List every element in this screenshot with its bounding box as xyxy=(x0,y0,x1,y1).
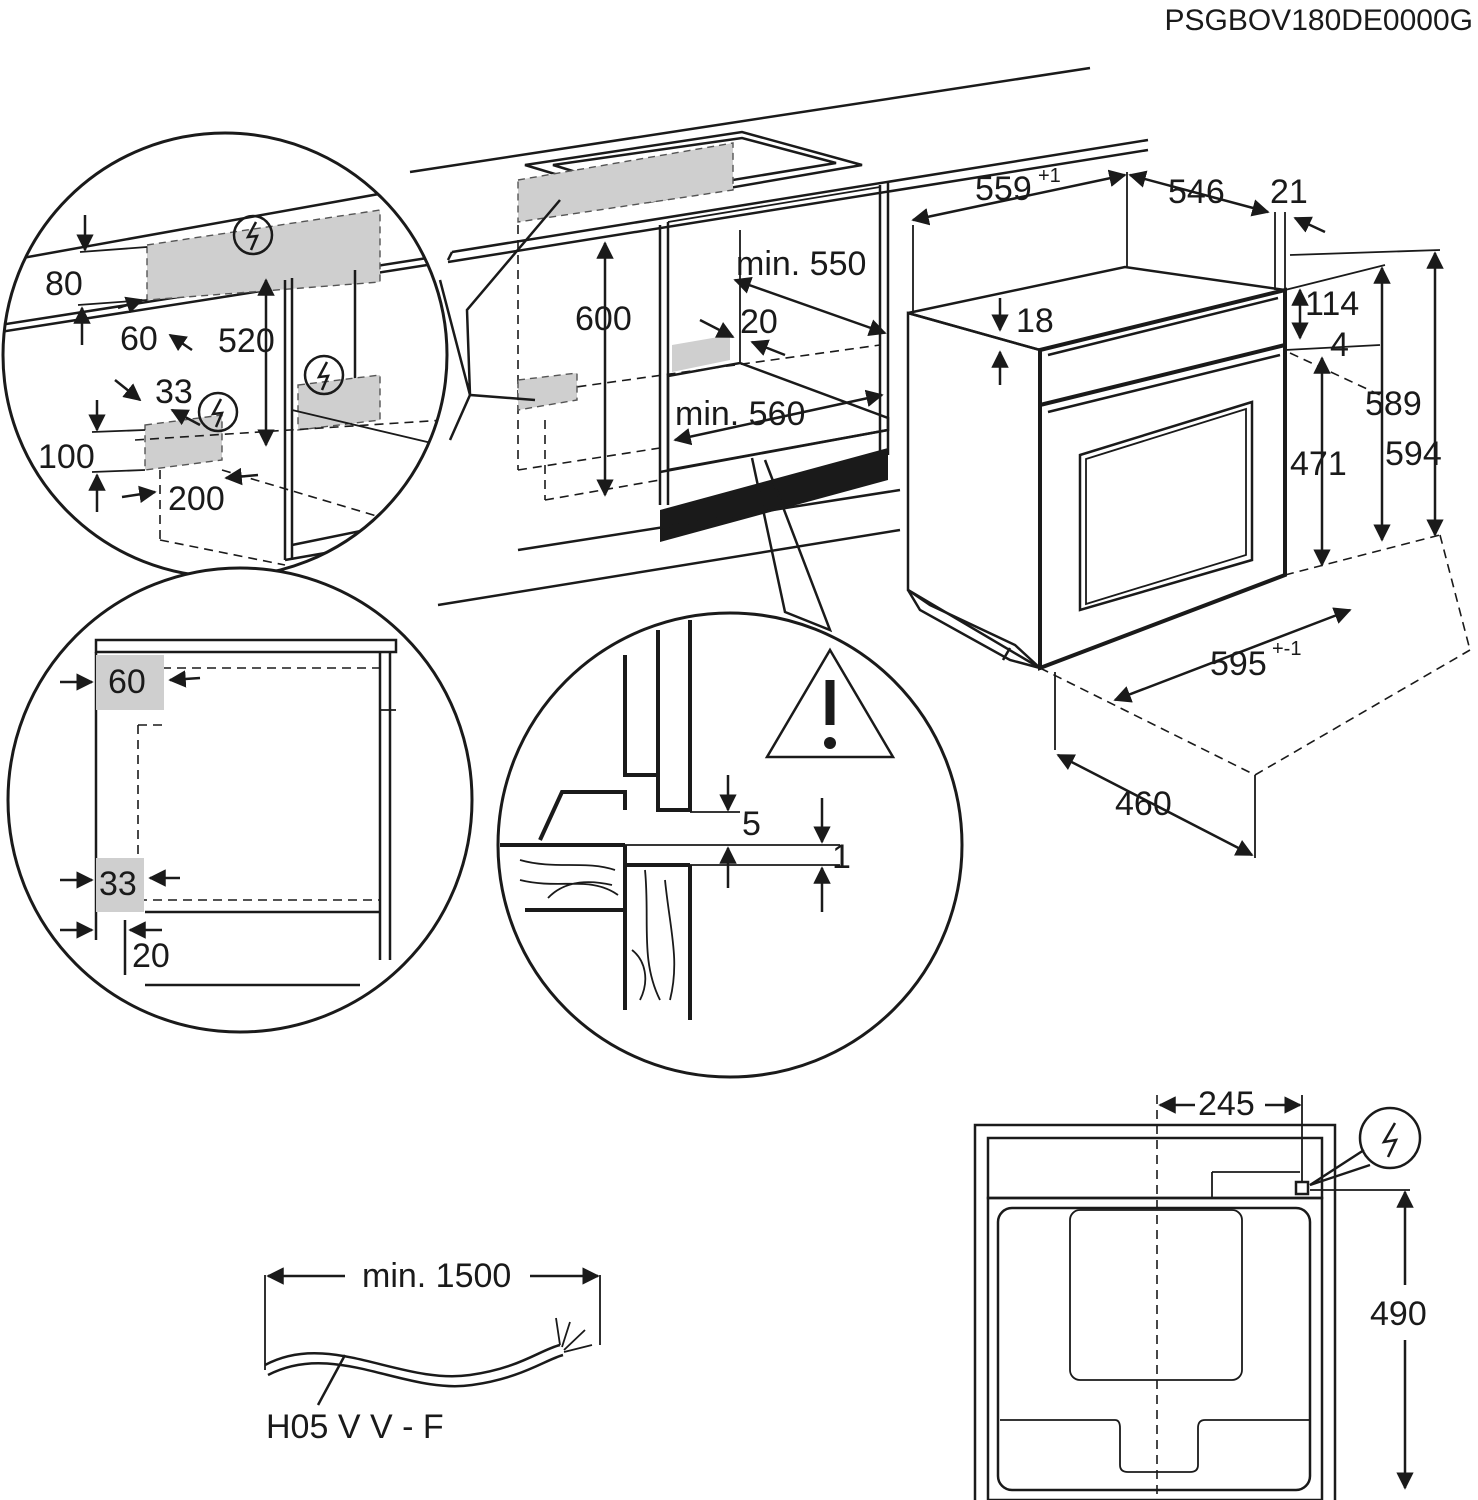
niche-width-label: min. 560 xyxy=(675,395,805,433)
gap-bottom-label: 1 xyxy=(832,838,851,876)
oven-perspective xyxy=(906,265,1287,671)
installation-detail xyxy=(500,620,840,1020)
side-section-detail-circle xyxy=(6,566,474,1034)
width-front-tolerance: +-1 xyxy=(1272,638,1301,660)
dim-niche-width xyxy=(673,389,884,446)
zone-width-label: 200 xyxy=(168,480,225,518)
dim-width-top xyxy=(911,169,1127,226)
body-height-label: 589 xyxy=(1365,385,1422,423)
width-top-label: 559 xyxy=(975,170,1032,208)
electrical-symbol-side xyxy=(303,354,345,396)
dim-width-front xyxy=(1113,607,1352,703)
warning-icon xyxy=(764,647,896,759)
electrical-symbol-top xyxy=(232,214,274,256)
width-front-label: 595 xyxy=(1210,645,1267,683)
hob-electrical-zone xyxy=(517,142,734,223)
niche-electrical-zone xyxy=(517,372,578,411)
door-thickness-label: 21 xyxy=(1270,173,1308,211)
cable-min-length-label: min. 1500 xyxy=(362,1257,511,1295)
niche-rear-zone xyxy=(672,335,730,372)
gap-label: 20 xyxy=(132,937,170,975)
connection-offset-label: 245 xyxy=(1198,1085,1255,1123)
electrical-symbol-bottom xyxy=(197,391,239,433)
panel-offset-label: 4 xyxy=(1330,326,1349,364)
depth-door-open-label: 460 xyxy=(1115,785,1172,823)
panel-height-label: 114 xyxy=(1305,285,1359,323)
niche-height-label: 600 xyxy=(575,300,632,338)
callout-to-electrical-detail xyxy=(438,199,561,396)
niche-depth-label: min. 550 xyxy=(736,245,866,283)
width-top-tolerance: +1 xyxy=(1038,165,1061,187)
gap-top-label: 5 xyxy=(742,805,761,843)
top-offset-label: 80 xyxy=(45,265,83,303)
bottom-zone-label: 33 xyxy=(99,865,137,903)
depth-body-label: 546 xyxy=(1168,173,1225,211)
oven-door-window xyxy=(1078,400,1254,612)
zone-width-small-label: 33 xyxy=(155,373,193,411)
plinth xyxy=(660,448,888,542)
rear-view-drawing xyxy=(973,1095,1410,1500)
ventilation-gap-label: 20 xyxy=(740,303,778,341)
top-zone-label: 60 xyxy=(108,663,146,701)
side-offset-label: 60 xyxy=(120,320,158,358)
dim-depth-door-open xyxy=(1056,753,1254,857)
cable-type-label: H05 V V - F xyxy=(266,1408,444,1446)
front-thickness-label: 18 xyxy=(1016,302,1054,340)
callout-to-installation-detail xyxy=(750,457,833,633)
total-height-label: 594 xyxy=(1385,435,1442,473)
connection-height-label: 490 xyxy=(1370,1295,1427,1333)
dim-depth-body xyxy=(1128,170,1270,217)
side-section-detail xyxy=(94,638,398,987)
model-code: PSGBOV180DE0000G xyxy=(1164,4,1473,37)
dim-niche-depth xyxy=(733,276,887,337)
rear-electrical-symbol xyxy=(1309,1106,1422,1187)
cable-drawing xyxy=(264,1267,601,1406)
bottom-offset-label: 100 xyxy=(38,438,95,476)
door-height-label: 471 xyxy=(1290,445,1347,483)
zone-height-label: 520 xyxy=(218,322,275,360)
